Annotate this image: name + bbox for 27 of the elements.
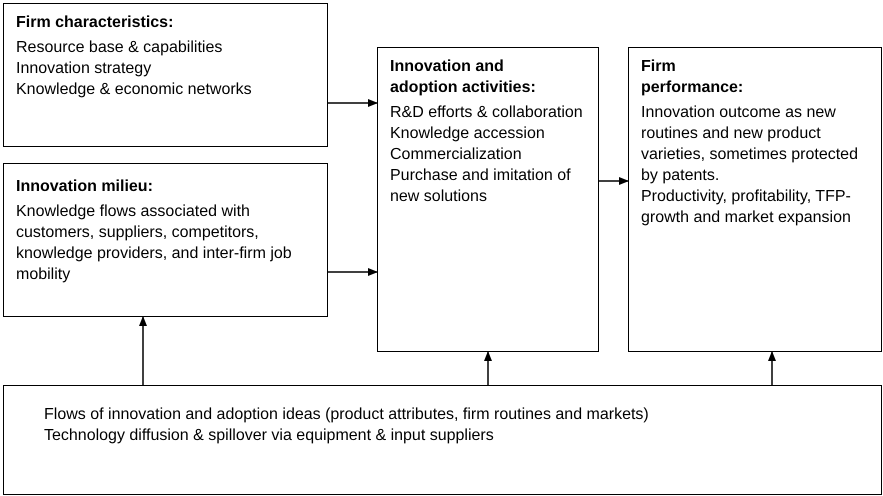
arrow bbox=[328, 99, 378, 107]
arrow bbox=[328, 268, 378, 276]
box-text: Knowledge & economic networks bbox=[16, 80, 253, 100]
text-box bbox=[3, 163, 328, 317]
box-heading: Innovation milieu: bbox=[16, 177, 154, 197]
box-text: Knowledge accession bbox=[390, 124, 546, 144]
box-text: R&D efforts & collaboration bbox=[390, 103, 584, 123]
box-text: Knowledge flows associated with customers, suppliers, competitors, knowledge providers, and inter-firm job mobility bbox=[16, 202, 293, 285]
box-text: Purchase and imitation of new solutions bbox=[390, 166, 572, 207]
box-text: Innovation outcome as new routines and new product varieties, sometimes protected by patents. bbox=[641, 103, 859, 186]
box-text: Productivity, profitability, TFP-growth and market expansion bbox=[641, 187, 852, 228]
text-box bbox=[3, 385, 882, 495]
box-text: Innovation strategy bbox=[16, 59, 152, 79]
box-text: Technology diffusion & spillover via equipment & input suppliers bbox=[44, 426, 495, 446]
text-box bbox=[628, 47, 882, 352]
box-text: Resource base & capabilities bbox=[16, 38, 224, 58]
text-box bbox=[377, 47, 599, 352]
box-text: Flows of innovation and adoption ideas (product attributes, firm routines and markets) bbox=[44, 405, 650, 425]
arrow bbox=[599, 177, 629, 185]
arrow bbox=[484, 351, 492, 385]
box-heading: Firm performance: bbox=[641, 57, 744, 98]
arrow bbox=[768, 351, 776, 385]
box-text: Commercialization bbox=[390, 145, 523, 165]
text-box bbox=[3, 3, 328, 147]
box-heading: Innovation and adoption activities: bbox=[390, 57, 537, 98]
box-heading: Firm characteristics: bbox=[16, 13, 174, 33]
arrow bbox=[139, 316, 147, 385]
